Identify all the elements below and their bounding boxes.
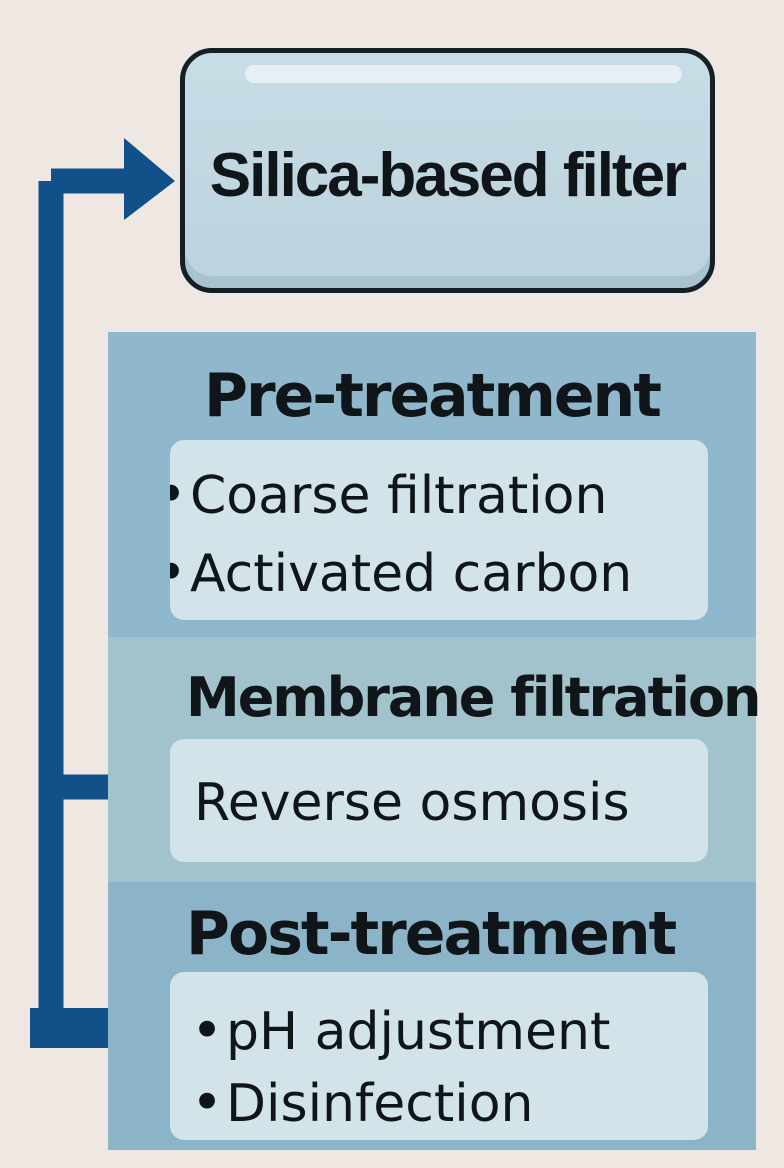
post-treatment-heading: Post-treatment — [186, 899, 677, 969]
list-item: •Coarse filtration — [170, 468, 708, 523]
list-item: •Disinfection — [188, 1071, 708, 1134]
bullet-icon: • — [170, 468, 190, 522]
arrow-head-top — [124, 138, 175, 220]
box-gloss — [245, 65, 682, 83]
pre-treatment-card: •Coarse filtration •Activated carbon — [170, 440, 708, 620]
bullet-icon: • — [191, 999, 223, 1062]
bullet-icon: • — [191, 1071, 223, 1134]
pre-treatment-section: Pre-treatment •Coarse filtration •Activa… — [108, 332, 756, 637]
silica-filter-title: Silica-based filter — [209, 141, 687, 210]
list-item-label: Activated carbon — [190, 544, 633, 604]
treatment-panel: Pre-treatment •Coarse filtration •Activa… — [108, 332, 761, 1150]
list-item-label: Reverse osmosis — [194, 773, 630, 833]
pre-treatment-heading: Pre-treatment — [204, 361, 662, 431]
list-item-label: pH adjustment — [226, 1002, 611, 1062]
membrane-filtration-section: Membrane filtration Reverse osmosis — [108, 637, 761, 882]
membrane-filtration-heading: Membrane filtration — [186, 666, 761, 729]
bullet-icon: • — [170, 546, 190, 600]
post-treatment-section: Post-treatment •pH adjustment •Disinfect… — [108, 882, 756, 1150]
list-item-label: Disinfection — [226, 1074, 534, 1134]
list-item: •pH adjustment — [188, 999, 708, 1062]
list-item-label: Coarse filtration — [190, 466, 608, 526]
silica-filter-box: Silica-based filter — [180, 48, 715, 293]
membrane-filtration-card: Reverse osmosis — [170, 739, 708, 862]
list-item: Reverse osmosis — [194, 777, 708, 829]
list-item: •Activated carbon — [170, 546, 708, 601]
post-treatment-card: •pH adjustment •Disinfection — [170, 972, 708, 1140]
